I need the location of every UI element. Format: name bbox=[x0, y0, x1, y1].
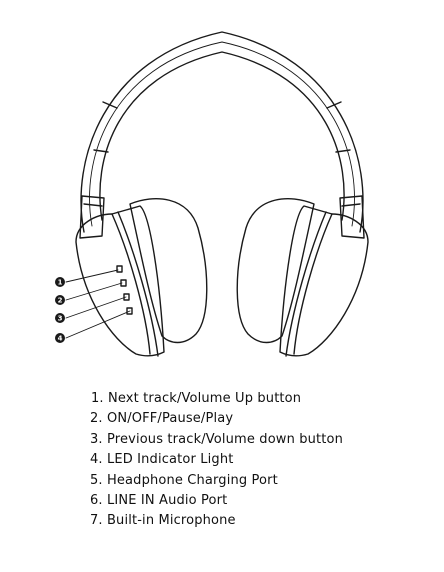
callout-3-label: 3 bbox=[58, 315, 63, 323]
leader-line-1 bbox=[65, 269, 119, 283]
leader-lines bbox=[65, 269, 131, 339]
callout-1-label: 1 bbox=[58, 279, 63, 287]
callout-1: 1 bbox=[55, 277, 65, 287]
callout-2-label: 2 bbox=[58, 297, 63, 305]
legend-item-1: 1. Next track/Volume Up button bbox=[91, 391, 302, 406]
callout-3: 3 bbox=[55, 313, 65, 323]
left-slider bbox=[79, 195, 105, 239]
left-ear-cup bbox=[75, 198, 208, 357]
legend-item-5: 5. Headphone Charging Port bbox=[90, 472, 278, 488]
leader-line-4 bbox=[65, 310, 131, 339]
callout-4-label: 4 bbox=[58, 335, 63, 343]
leader-line-2 bbox=[65, 282, 123, 301]
parts-legend: 1. Next track/Volume Up button 2. ON/OFF… bbox=[90, 389, 343, 532]
headphone-diagram: 1 2 3 4 bbox=[55, 31, 369, 357]
legend-item-3: 3. Previous track/Volume down button bbox=[90, 431, 344, 447]
callout-2: 2 bbox=[55, 295, 65, 305]
headband bbox=[80, 31, 364, 233]
leader-line-3 bbox=[65, 296, 127, 319]
right-slider bbox=[339, 195, 365, 239]
callout-4: 4 bbox=[55, 333, 65, 343]
legend-item-2: 2. ON/OFF/Pause/Play bbox=[90, 411, 234, 427]
legend-item-4: 4. LED Indicator Light bbox=[90, 452, 234, 468]
legend-item-7: 7. Built-in Microphone bbox=[90, 513, 236, 529]
right-ear-cup bbox=[236, 198, 369, 357]
legend-item-6: 6. LINE IN Audio Port bbox=[90, 492, 228, 508]
